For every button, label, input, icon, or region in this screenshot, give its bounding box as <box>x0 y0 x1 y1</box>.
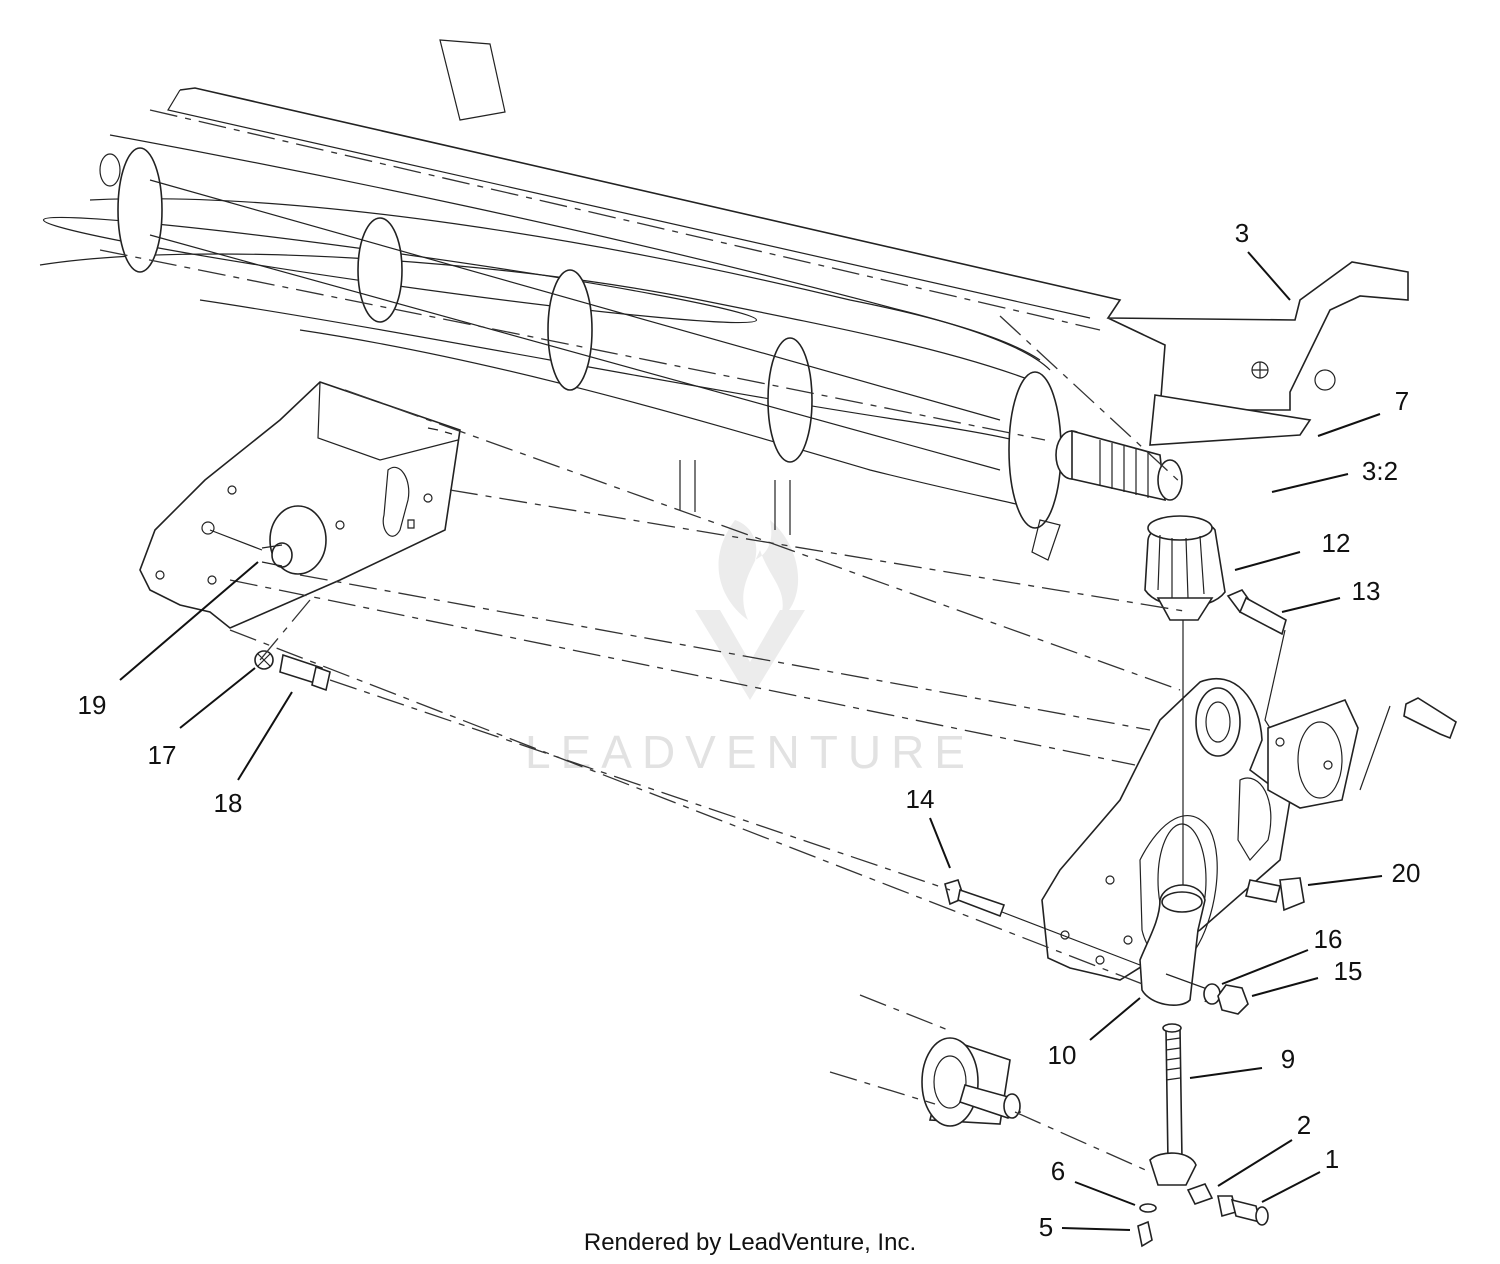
part-10-bracket <box>1139 884 1211 1006</box>
part-17-18-hardware <box>254 650 331 692</box>
callout-7: 7 <box>1395 386 1409 416</box>
callout-14: 14 <box>906 784 935 814</box>
callout-5: 5 <box>1039 1212 1053 1242</box>
callout-12: 12 <box>1322 528 1351 558</box>
part-12-adjuster-knob <box>1144 515 1226 900</box>
right-side-plate <box>1041 677 1359 981</box>
front-roller <box>921 1037 1022 1127</box>
leader-lines <box>119 251 1383 1231</box>
callout-6: 6 <box>1051 1156 1065 1186</box>
callout-3: 3 <box>1235 218 1249 248</box>
parts-1-2-5-6-hardware <box>1137 1183 1269 1248</box>
callout-18: 18 <box>214 788 243 818</box>
callout-2: 2 <box>1297 1110 1311 1140</box>
rendered-by-footer: Rendered by LeadVenture, Inc. <box>584 1229 916 1256</box>
side-bolt-right <box>1359 697 1457 791</box>
reel-assembly <box>39 134 1062 535</box>
part-14-stud <box>944 879 1141 966</box>
callout-labels: 3 7 3:2 12 13 19 17 18 14 20 16 15 10 9 … <box>78 218 1421 1242</box>
part-9-adjusting-rod <box>1149 1023 1197 1186</box>
watermark: LEADVENTURE <box>525 520 975 778</box>
part-20-bolt <box>1245 877 1305 912</box>
callout-10: 10 <box>1048 1040 1077 1070</box>
callout-16: 16 <box>1314 924 1343 954</box>
part-19-eccentric <box>209 505 327 575</box>
callout-1: 1 <box>1325 1144 1339 1174</box>
frame-part-3 <box>167 39 1409 446</box>
explode-lines <box>99 109 1191 1173</box>
left-side-plate <box>139 381 461 629</box>
watermark-text: LEADVENTURE <box>525 726 975 778</box>
part-13-bolt <box>1226 589 1287 729</box>
callout-19: 19 <box>78 690 107 720</box>
callout-17: 17 <box>148 740 177 770</box>
callout-15: 15 <box>1334 956 1363 986</box>
callout-20: 20 <box>1392 858 1421 888</box>
callout-3-2: 3:2 <box>1362 456 1398 486</box>
callout-9: 9 <box>1281 1044 1295 1074</box>
part-15-16-nut-washer <box>1203 983 1249 1015</box>
callout-13: 13 <box>1352 576 1381 606</box>
reel-shaft-end <box>1031 429 1183 561</box>
